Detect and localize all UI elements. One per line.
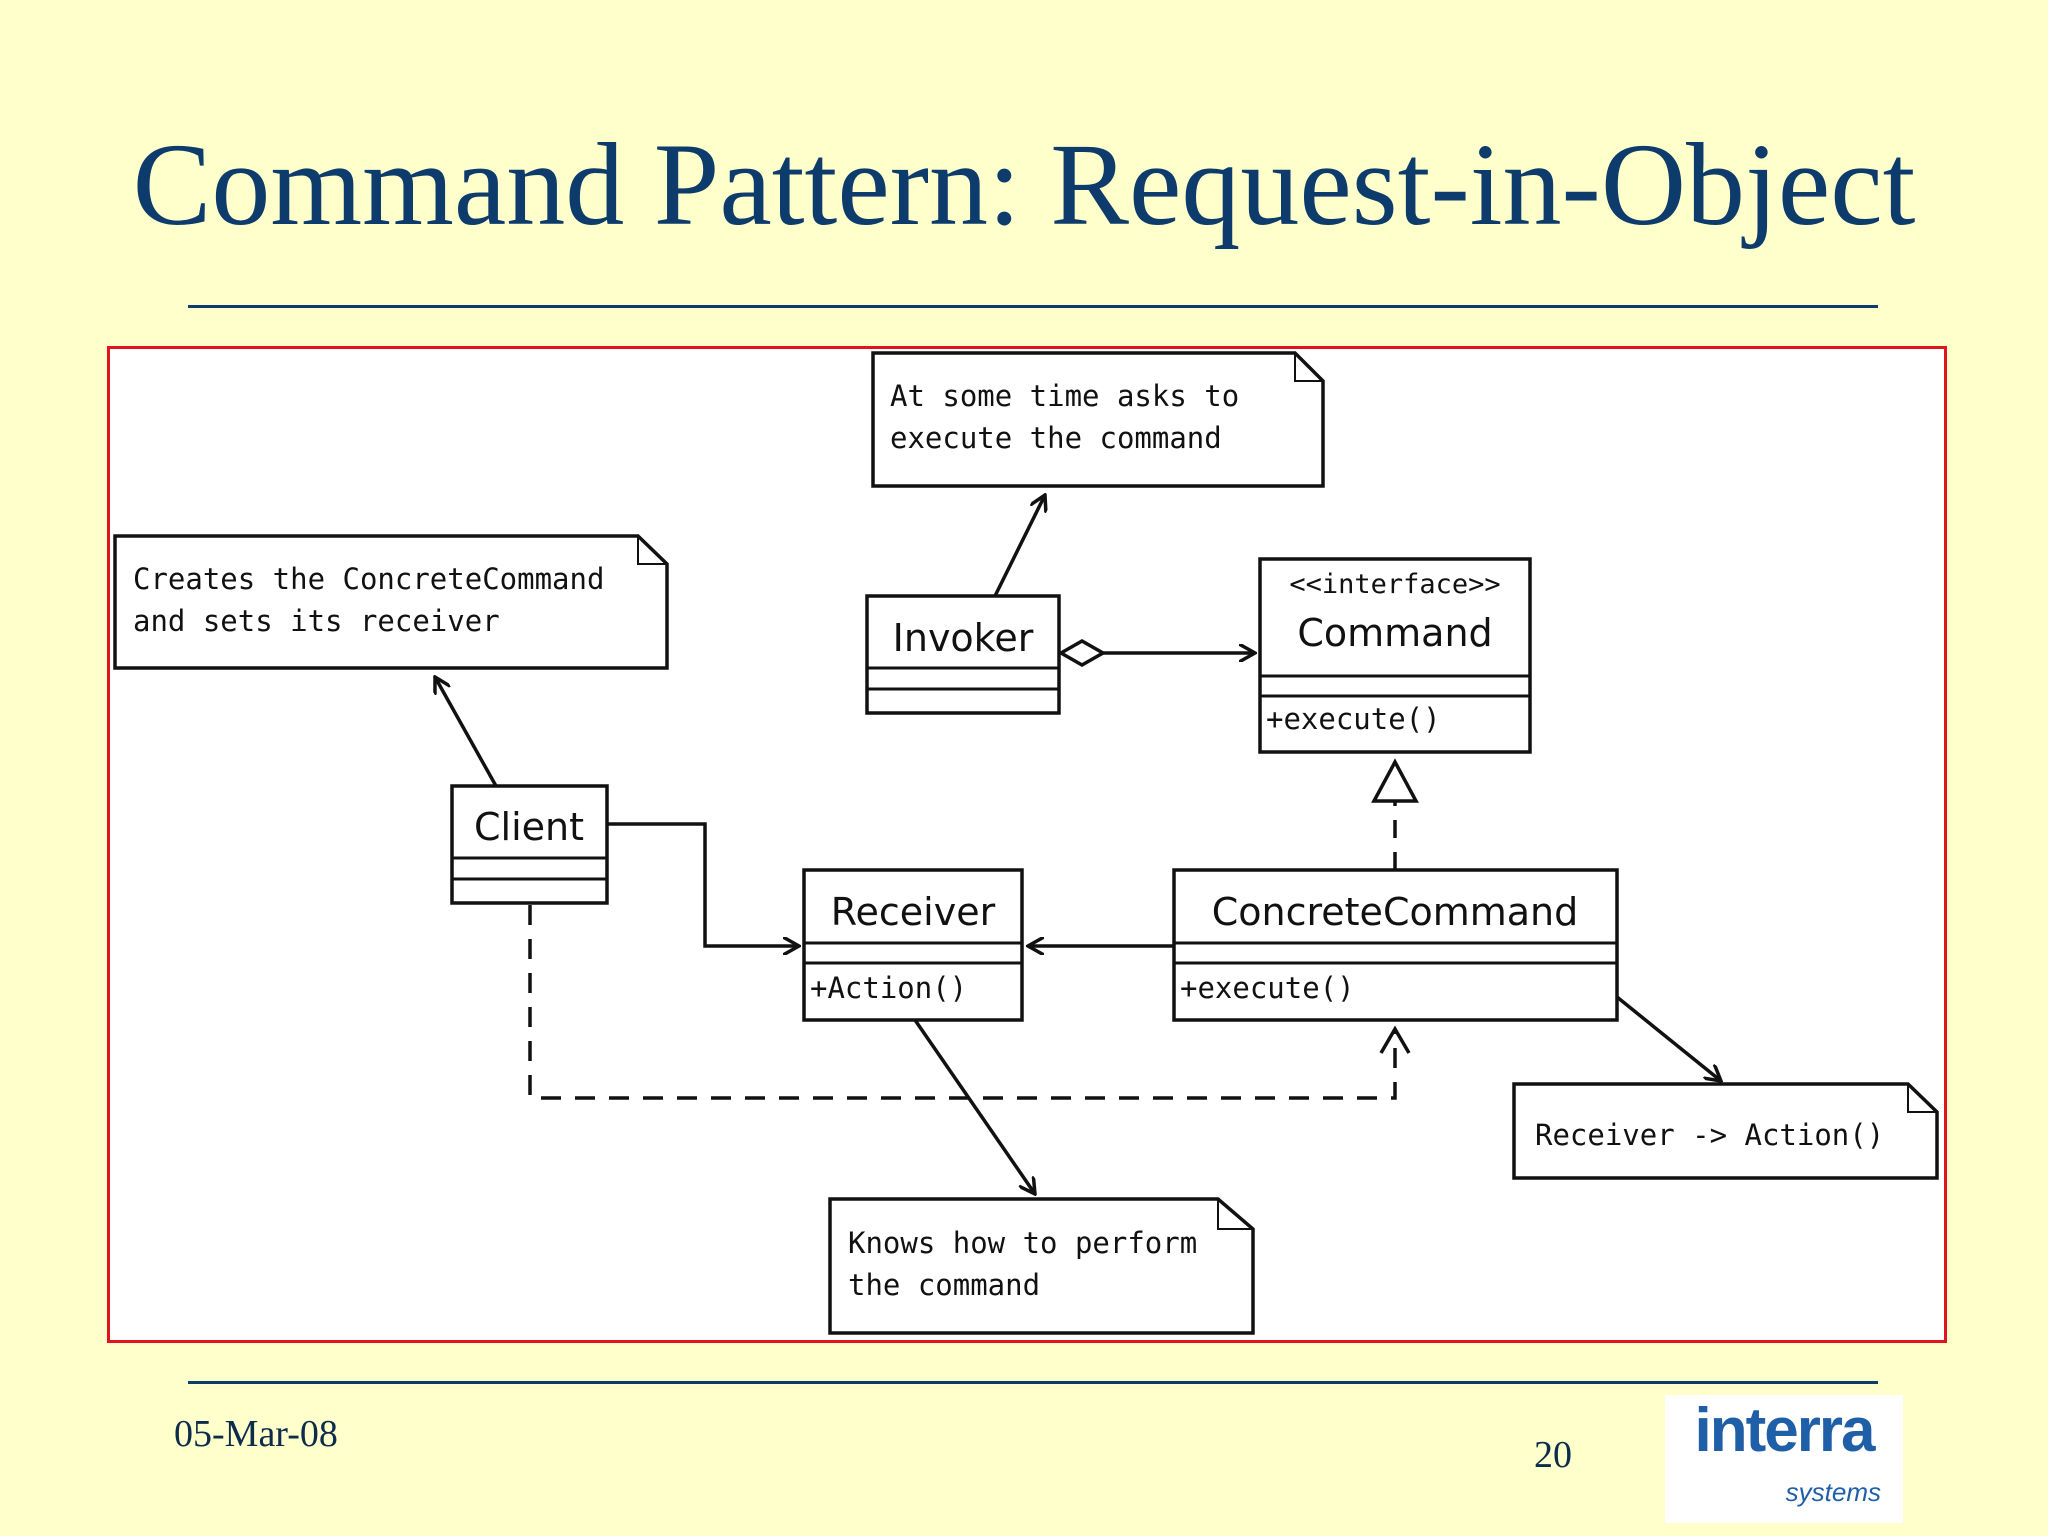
link-client-to-receiver <box>607 822 799 946</box>
class-receiver-name: Receiver <box>831 890 996 934</box>
aggregation-invoker-command <box>1057 638 1255 668</box>
note-invoker-line1: At some time asks to <box>890 379 1239 413</box>
class-client: Client <box>450 784 609 905</box>
class-command-name: Command <box>1297 611 1492 655</box>
uml-diagram-frame: At some time asks to execute the command… <box>107 346 1947 1343</box>
logo-wordmark: interra <box>1694 1396 1876 1465</box>
link-receiver-to-note <box>913 1019 1035 1194</box>
note-receiver-line2: the command <box>848 1268 1040 1302</box>
uml-class-diagram: At some time asks to execute the command… <box>113 351 1939 1335</box>
class-concrete-command-name: ConcreteCommand <box>1212 890 1579 934</box>
note-concrete-line1: Receiver -> Action() <box>1535 1118 1884 1152</box>
page-number: 20 <box>1534 1434 1572 1476</box>
logo-tagline: systems <box>1785 1477 1881 1507</box>
realization-concrete-command <box>1371 758 1419 870</box>
class-concrete-command: ConcreteCommand +execute() <box>1172 868 1619 1022</box>
class-invoker-name: Invoker <box>893 616 1034 660</box>
footer-divider <box>188 1381 1878 1384</box>
link-concrete-to-note <box>1615 995 1721 1081</box>
title-divider <box>188 305 1878 308</box>
note-client-line2: and sets its receiver <box>133 604 500 638</box>
slide-title: Command Pattern: Request-in-Object <box>132 119 1916 250</box>
note-receiver: Knows how to perform the command <box>828 1197 1255 1335</box>
company-logo: interra systems <box>1665 1395 1903 1523</box>
dependency-client-to-concrete <box>528 905 1397 1100</box>
note-invoker: At some time asks to execute the command <box>871 351 1325 488</box>
class-command-method: +execute() <box>1266 702 1441 736</box>
class-receiver: Receiver +Action() <box>802 868 1024 1022</box>
class-invoker: Invoker <box>865 594 1061 715</box>
note-receiver-line1: Knows how to perform <box>848 1226 1197 1260</box>
dependency-arrowhead <box>1379 1025 1411 1054</box>
class-command: <<interface>> Command +execute() <box>1258 557 1532 754</box>
note-concrete-command: Receiver -> Action() <box>1512 1082 1939 1180</box>
note-client-line1: Creates the ConcreteCommand <box>133 562 604 596</box>
class-concrete-command-method: +execute() <box>1180 971 1355 1005</box>
class-receiver-method: +Action() <box>810 971 967 1005</box>
class-command-stereotype: <<interface>> <box>1289 569 1500 600</box>
note-client: Creates the ConcreteCommand and sets its… <box>113 534 669 670</box>
link-invoker-to-note <box>993 495 1045 597</box>
footer-date: 05-Mar-08 <box>174 1413 338 1455</box>
class-client-name: Client <box>474 805 584 849</box>
link-client-to-note <box>435 677 498 787</box>
note-invoker-line2: execute the command <box>890 421 1222 455</box>
